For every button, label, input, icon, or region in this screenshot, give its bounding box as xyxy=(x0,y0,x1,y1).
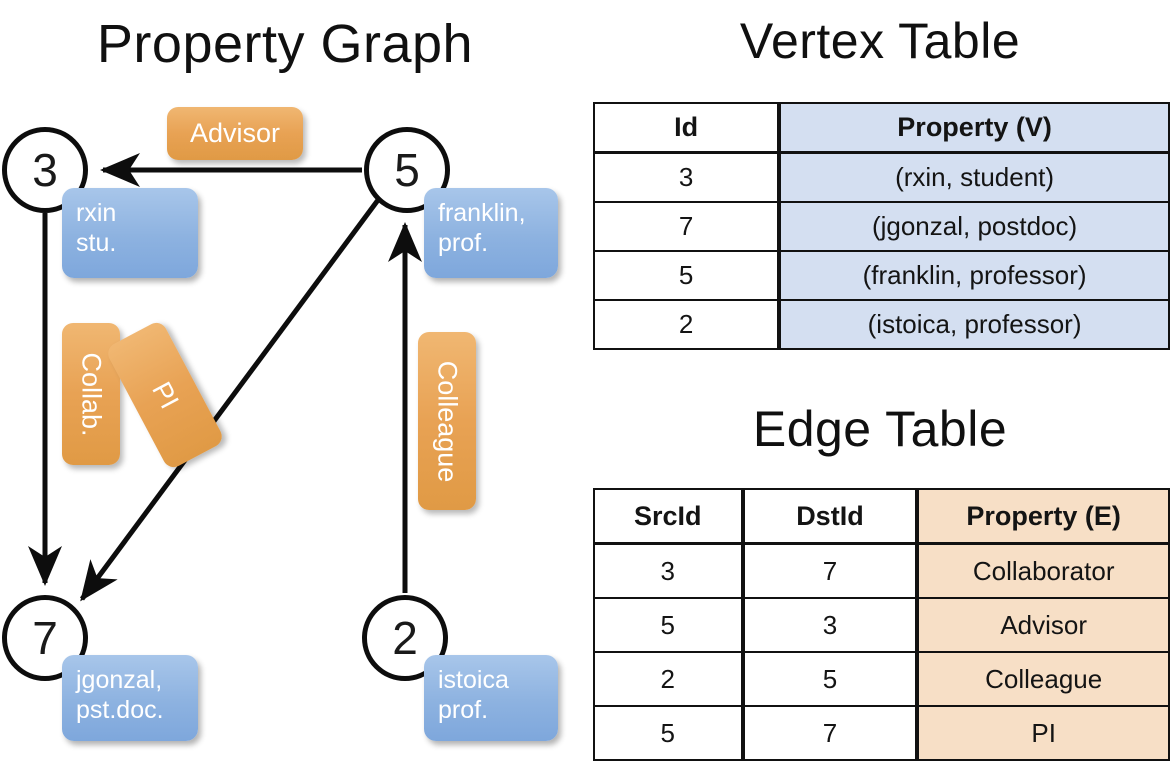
node-property-line1: rxin xyxy=(76,199,117,227)
edge-cell-src: 2 xyxy=(593,652,743,706)
edge-label-colleague: Colleague xyxy=(418,332,476,510)
node-property-line2: prof. xyxy=(438,229,489,257)
edge-5-to-7 xyxy=(79,198,381,602)
node-property-line1: jgonzal, xyxy=(76,666,163,694)
node-property-line2: pst.doc. xyxy=(76,696,164,724)
vertex-cell-property: (istoica, professor) xyxy=(779,300,1170,350)
edge-table: SrcId DstId Property (E) 3 7 Collaborato… xyxy=(593,488,1170,761)
table-row: 2 5 Colleague xyxy=(593,652,1170,706)
page-title-property-graph: Property Graph xyxy=(96,14,474,74)
node-property-line1: franklin, xyxy=(438,199,526,227)
vertex-cell-property: (jgonzal, postdoc) xyxy=(779,202,1170,251)
edge-header-srcid: SrcId xyxy=(593,488,743,544)
edge-cell-src: 5 xyxy=(593,706,743,761)
node-property-line2: stu. xyxy=(76,229,117,257)
table-header-row: Id Property (V) xyxy=(593,102,1170,153)
edge-label-text: PI xyxy=(146,376,185,414)
vertex-cell-property: (franklin, professor) xyxy=(779,251,1170,300)
property-graph-diagram: 3 5 7 2 rxin stu. franklin, prof. jgonza… xyxy=(0,85,580,760)
node-property-line1: istoica xyxy=(438,666,509,694)
edge-label-text: Advisor xyxy=(189,118,281,148)
node-property-line2: prof. xyxy=(438,696,489,724)
edge-cell-property: Collaborator xyxy=(917,544,1170,598)
edge-cell-property: Advisor xyxy=(917,598,1170,652)
vertex-cell-id: 7 xyxy=(593,202,780,251)
node-property-box-3: rxin stu. xyxy=(62,188,198,278)
edge-cell-property: PI xyxy=(917,706,1170,761)
edge-cell-dst: 5 xyxy=(742,652,918,706)
vertex-cell-property: (rxin, student) xyxy=(779,153,1170,202)
edge-cell-src: 5 xyxy=(593,598,743,652)
node-property-box-7: jgonzal, pst.doc. xyxy=(62,655,198,741)
graph-edges-svg xyxy=(28,153,422,602)
vertex-header-property: Property (V) xyxy=(779,102,1170,153)
table-row: 5 3 Advisor xyxy=(593,598,1170,652)
vertex-header-id: Id xyxy=(593,102,780,153)
edge-label-advisor: Advisor xyxy=(167,107,303,160)
edge-cell-dst: 7 xyxy=(742,544,918,598)
page-title-vertex-table: Vertex Table xyxy=(739,13,1021,69)
edge-header-dstid: DstId xyxy=(742,488,918,544)
table-header-row: SrcId DstId Property (E) xyxy=(593,488,1170,544)
page-title-edge-table: Edge Table xyxy=(752,401,1008,457)
table-row: 3 (rxin, student) xyxy=(593,153,1170,202)
edge-cell-dst: 3 xyxy=(742,598,918,652)
table-row: 5 (franklin, professor) xyxy=(593,251,1170,300)
node-property-box-2: istoica prof. xyxy=(424,655,558,741)
table-row: 5 7 PI xyxy=(593,706,1170,761)
vertex-cell-id: 5 xyxy=(593,251,780,300)
edge-header-property: Property (E) xyxy=(917,488,1170,544)
table-row: 7 (jgonzal, postdoc) xyxy=(593,202,1170,251)
edge-label-text: Collab. xyxy=(76,351,107,437)
graph-node-5[interactable]: 5 xyxy=(364,127,450,213)
vertex-cell-id: 2 xyxy=(593,300,780,350)
edge-cell-src: 3 xyxy=(593,544,743,598)
graph-node-3[interactable]: 3 xyxy=(2,127,88,213)
node-property-box-5: franklin, prof. xyxy=(424,188,558,278)
edge-label-text: Colleague xyxy=(432,360,463,482)
vertex-cell-id: 3 xyxy=(593,153,780,202)
edge-cell-dst: 7 xyxy=(742,706,918,761)
vertex-table: Id Property (V) 3 (rxin, student) 7 (jgo… xyxy=(593,102,1170,350)
table-row: 2 (istoica, professor) xyxy=(593,300,1170,350)
table-row: 3 7 Collaborator xyxy=(593,544,1170,598)
edge-cell-property: Colleague xyxy=(917,652,1170,706)
